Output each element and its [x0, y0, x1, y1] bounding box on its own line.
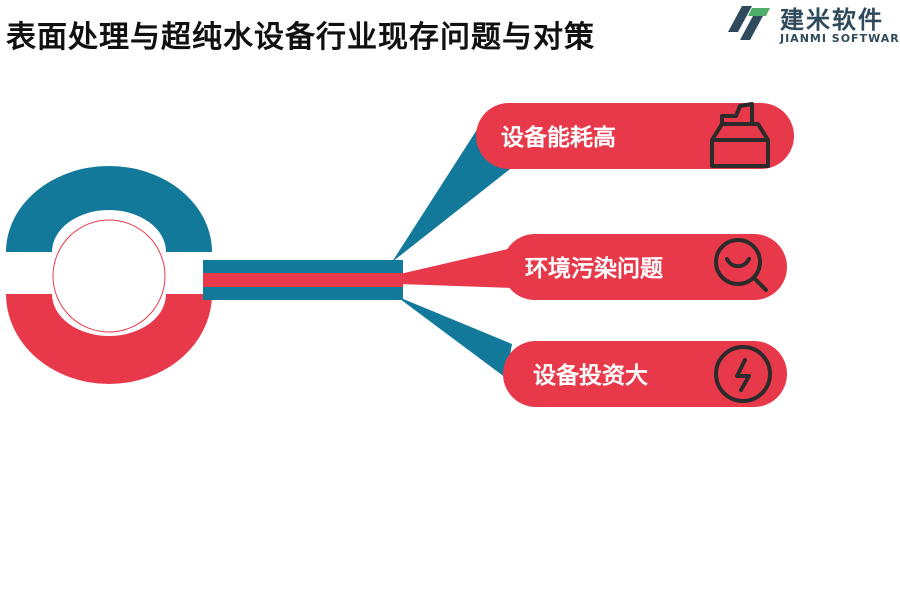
brand-logo: 建米软件 JIANMI SOFTWARE — [722, 0, 900, 48]
magnifier-icon — [714, 238, 768, 292]
problem-pill-3 — [503, 341, 787, 407]
problem-label-1: 设备能耗高 — [501, 124, 616, 151]
problem-label-2: 环境污染问题 — [525, 255, 663, 282]
funnel-to-problem-2 — [400, 248, 512, 288]
connector-bar-top — [203, 260, 403, 273]
connector-bar-middle — [203, 273, 403, 287]
problem-item-3: 设备投资大 — [503, 341, 787, 407]
funnel-to-problem-1 — [392, 128, 514, 262]
funnel-to-problem-3 — [396, 296, 512, 378]
logo-name-cn: 建米软件 — [780, 6, 884, 34]
problem-pill-2 — [502, 234, 787, 300]
problem-item-1: 设备能耗高 — [476, 102, 794, 169]
lightning-icon — [714, 345, 772, 403]
problem-label-3: 设备投资大 — [533, 362, 648, 389]
ring-inner-circle — [52, 219, 166, 333]
problem-pill-1 — [476, 103, 794, 169]
page-title: 表面处理与超纯水设备行业现存问题与对策 — [6, 20, 595, 55]
logo-name-en: JIANMI SOFTWARE — [780, 32, 900, 45]
ring-bottom-half — [6, 294, 212, 384]
logo-mark-icon — [728, 6, 770, 40]
ring-top-half — [6, 166, 212, 252]
factory-icon — [710, 102, 770, 168]
connector-bar-bottom — [203, 287, 403, 300]
problem-item-2: 环境污染问题 — [502, 234, 787, 300]
